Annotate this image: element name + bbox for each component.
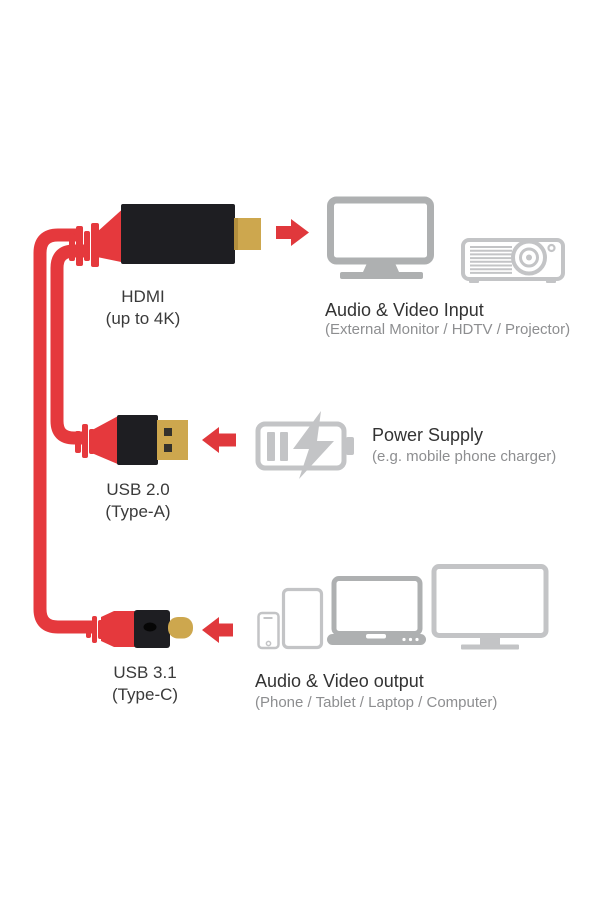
usb-a-label-line1: USB 2.0 [106, 480, 170, 499]
projector-icon [461, 238, 565, 283]
usb-a-connector [75, 415, 188, 465]
usb-a-row-title: Power Supply [372, 425, 484, 445]
tablet-icon [281, 587, 324, 650]
arrow-right-icon [276, 219, 309, 246]
computer-monitor-icon [431, 564, 549, 650]
usb-a-gold-shell [157, 420, 188, 460]
usb-a-row-subtitle: (e.g. mobile phone charger) [372, 448, 557, 465]
projector-vents [470, 246, 512, 274]
hdmi-row-title: Audio & Video Input [325, 300, 484, 320]
laptop-icon [327, 576, 426, 645]
usb-c-label-line1: USB 3.1 [113, 663, 177, 682]
monitor-icon [327, 196, 434, 279]
battery-charging-icon [255, 411, 354, 479]
usb-c-label-line2: (Type-C) [111, 685, 179, 704]
hdmi-row-subtitle: (External Monitor / HDTV / Projector) [325, 321, 571, 338]
arrow-left-icon [202, 617, 233, 643]
arrow-left-icon [202, 427, 236, 453]
battery-terminal [346, 437, 354, 455]
lightning-bolt-icon [293, 411, 334, 479]
phone-icon [257, 611, 280, 650]
usb-a-connector-label: USB 2.0 (Type-A) [78, 479, 198, 523]
hdmi-label-line1: HDMI [121, 287, 165, 306]
usb-c-connector [86, 610, 193, 648]
cable-to-usb-a [50, 244, 86, 445]
cable [33, 228, 92, 634]
usb-c-connector-label: USB 3.1 (Type-C) [85, 662, 205, 706]
usb-c-row-subtitle: (Phone / Tablet / Laptop / Computer) [255, 694, 498, 711]
hdmi-connector-label: HDMI (up to 4K) [73, 286, 213, 330]
usb-c-row-title: Audio & Video output [255, 671, 424, 691]
hdmi-gold-tip [234, 218, 261, 250]
hdmi-label-line2: (up to 4K) [105, 309, 181, 328]
cable-to-usb-c [33, 228, 92, 634]
hdmi-connector [69, 204, 261, 267]
usb-a-label-line2: (Type-A) [105, 502, 171, 521]
usb-c-gold-tip [168, 617, 193, 639]
